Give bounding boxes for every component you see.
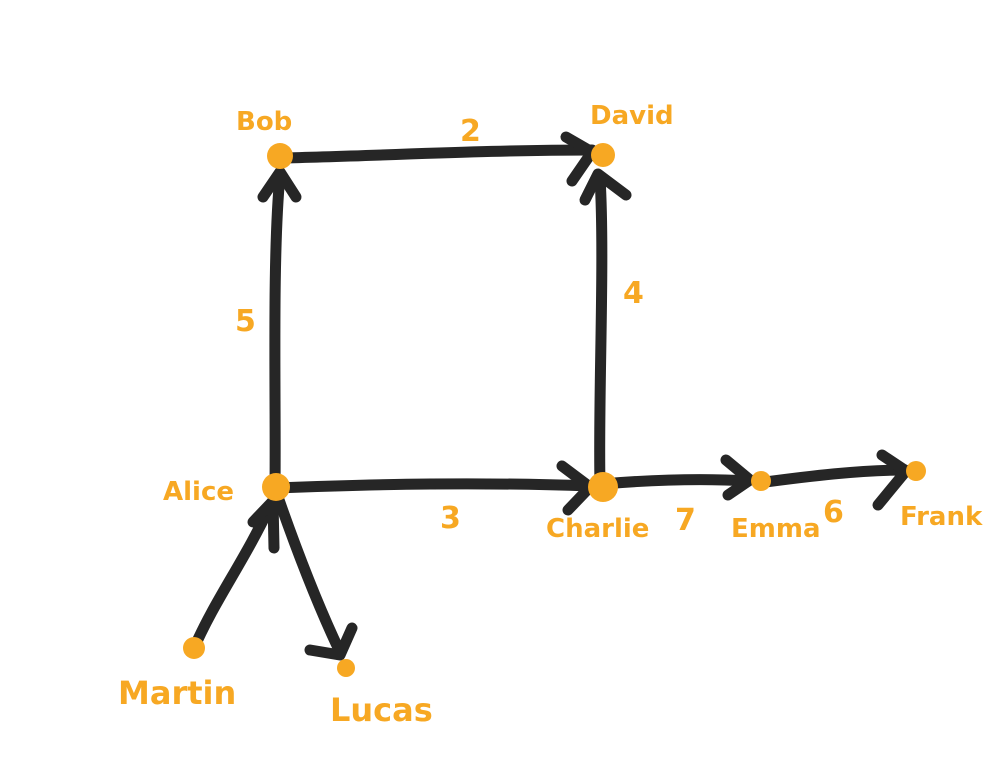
edge-martin-alice: [189, 495, 280, 652]
edge-charlie-emma: [596, 454, 756, 501]
node-emma: [751, 471, 771, 491]
edge-weights: 5 2 4 3 7 6: [235, 114, 844, 538]
node-alice: [262, 473, 290, 501]
weight-alice-bob: 5: [235, 304, 256, 339]
node-bob: [267, 143, 293, 169]
node-label-bob: Bob: [236, 107, 292, 137]
node-charlie: [588, 472, 618, 502]
edge-charlie-david: [579, 168, 632, 490]
weight-alice-charlie: 3: [440, 501, 461, 536]
edge-alice-lucas: [272, 491, 358, 661]
edges: [189, 131, 912, 661]
node-label-alice: Alice: [163, 477, 234, 507]
node-label-lucas: Lucas: [330, 691, 433, 729]
node-labels: Alice Bob David Charlie Emma Frank Marti…: [118, 101, 983, 729]
node-label-martin: Martin: [118, 674, 236, 712]
edge-alice-bob: [257, 166, 302, 493]
node-david: [591, 143, 615, 167]
weight-bob-david: 2: [460, 114, 481, 149]
node-label-david: David: [590, 101, 674, 131]
weight-charlie-david: 4: [623, 276, 644, 311]
node-frank: [906, 461, 926, 481]
edge-bob-david: [274, 131, 598, 187]
node-label-charlie: Charlie: [546, 514, 649, 544]
weight-emma-frank: 6: [823, 495, 844, 530]
nodes: [183, 143, 926, 677]
node-label-emma: Emma: [731, 514, 821, 544]
node-label-frank: Frank: [900, 502, 983, 532]
node-martin: [183, 637, 205, 659]
node-lucas: [337, 659, 355, 677]
edge-alice-charlie: [269, 460, 596, 516]
weight-charlie-emma: 7: [675, 503, 696, 538]
